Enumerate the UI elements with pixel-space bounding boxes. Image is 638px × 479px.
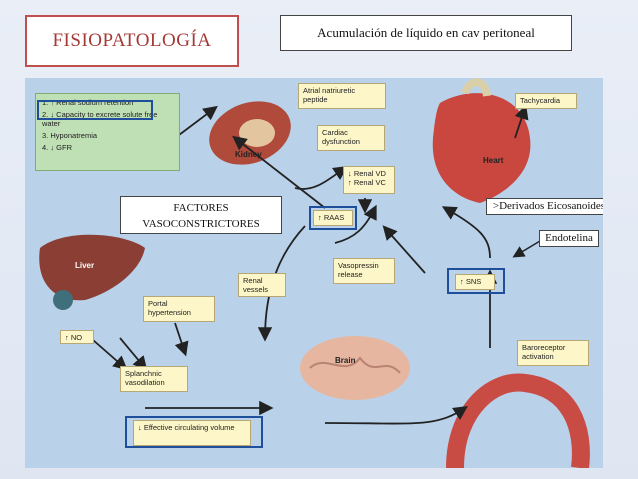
kidney-label: Kidney: [235, 150, 262, 159]
endotelina-label: Endotelina: [539, 230, 599, 247]
factores-vasoconstrictores-label: FACTORES VASOCONSTRICTORES: [120, 196, 282, 234]
highlight-ecv: [125, 416, 263, 448]
callout-ascites: Acumulación de líquido en cav peritoneal: [280, 15, 572, 51]
heart-label: Heart: [483, 156, 503, 165]
renal-vd-text: ↓ Renal VD: [348, 169, 390, 178]
tachycardia-box: Tachycardia: [515, 93, 577, 109]
baroreceptor-box: Baroreceptor activation: [517, 340, 589, 366]
no-box: ↑ NO: [60, 330, 94, 344]
slide-title: FISIOPATOLOGÍA: [25, 15, 239, 67]
cardiac-dysfunction-box: Cardiac dysfunction: [317, 125, 385, 151]
portal-hypertension-box: Portal hypertension: [143, 296, 215, 322]
aortic-arch-illustration: [455, 382, 581, 468]
derivados-eicosanoides-label: >Derivados Eicosanoides: [486, 198, 603, 215]
splanchnic-box: Splanchnic vasodilation: [120, 366, 188, 392]
highlight-sodium-retention: [37, 100, 153, 120]
anp-box: Atrial natriuretic peptide: [298, 83, 386, 109]
highlight-sns: [447, 268, 505, 294]
renal-vd-vc-box: ↓ Renal VD ↑ Renal VC: [343, 166, 395, 194]
renal-effect-item: 3. Hyponatremia: [42, 131, 173, 140]
liver-label: Liver: [75, 261, 94, 270]
brain-label: Brain: [335, 356, 355, 365]
renal-effect-item: 4. ↓ GFR: [42, 143, 173, 152]
renal-vc-text: ↑ Renal VC: [348, 178, 390, 187]
vasopressin-box: Vasopressin release: [333, 258, 395, 284]
renal-vessels-box: Renal vessels: [238, 273, 286, 297]
pathophysiology-figure: 1. ↑ Renal sodium retention 2. ↓ Capacit…: [25, 78, 603, 468]
highlight-raas: [309, 206, 357, 230]
heart-illustration: [433, 93, 531, 203]
